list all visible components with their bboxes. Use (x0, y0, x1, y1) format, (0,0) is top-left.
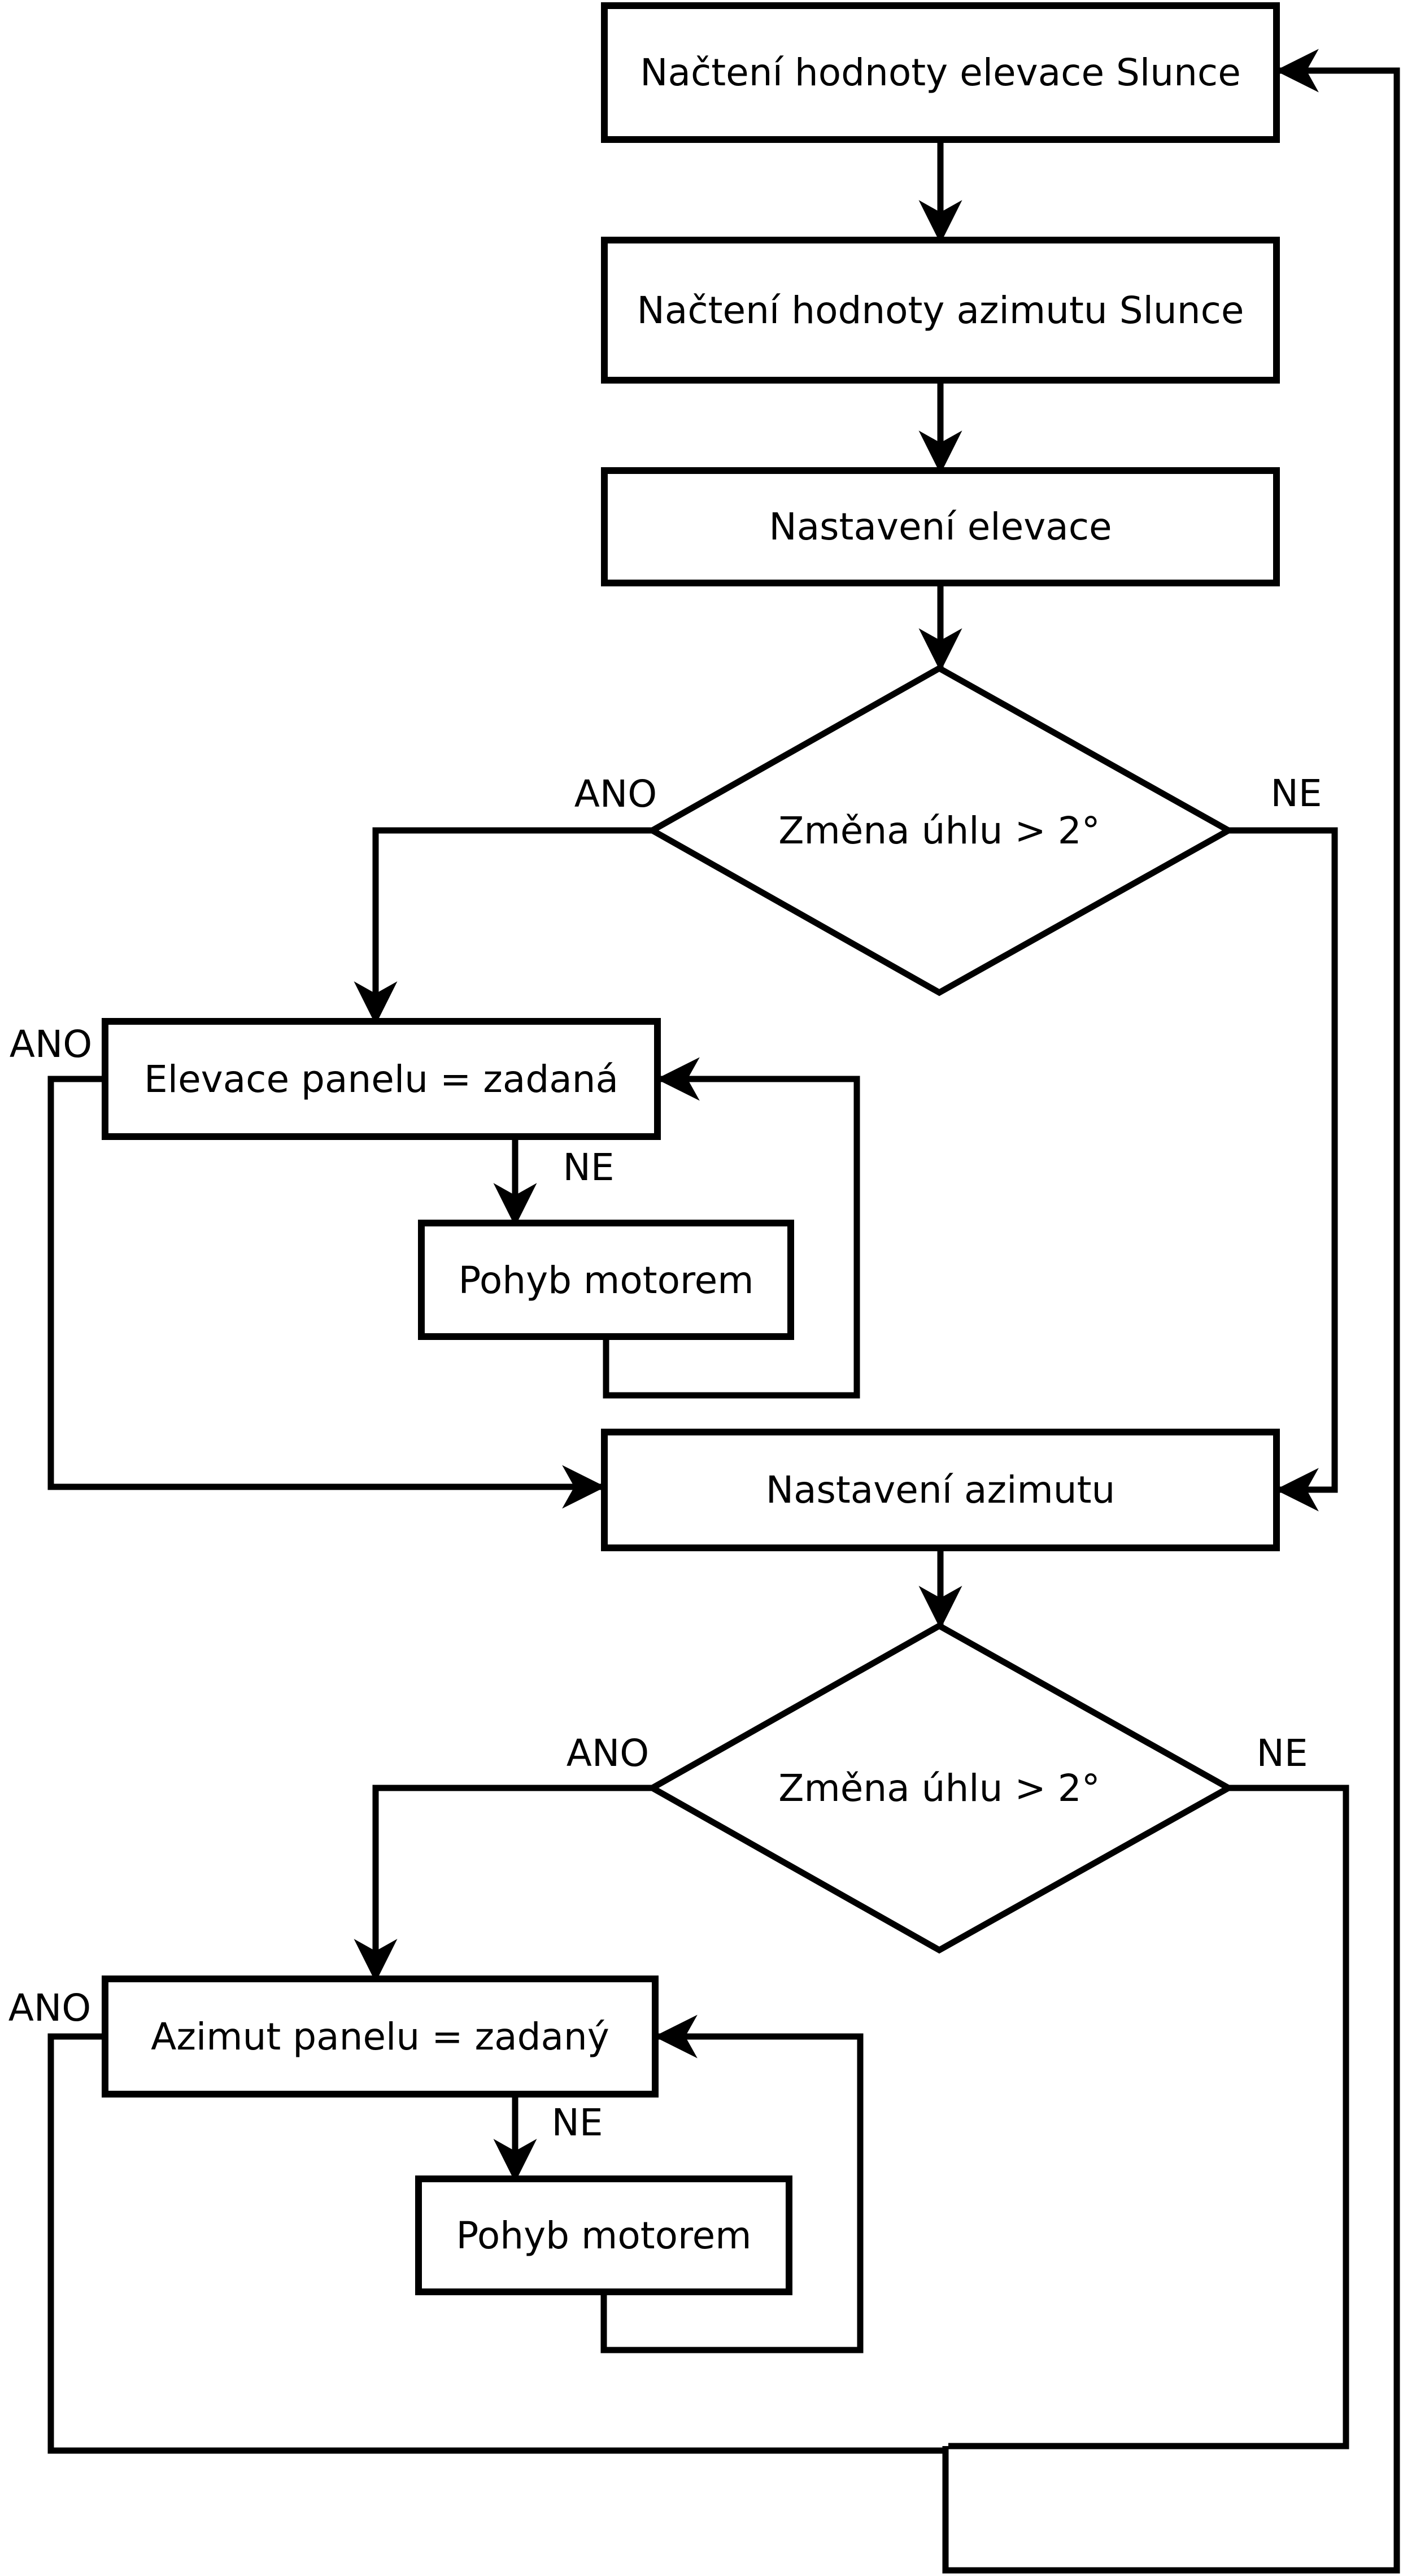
node-decision-elevation-diamond (646, 664, 1235, 997)
edge-label-decision-azimuth-no: NE (1256, 1731, 1308, 1775)
node-load-azimuth-box (601, 237, 1280, 384)
edge-motor-azimuth-loop (600, 2014, 864, 2353)
node-azimuth-equal-box (102, 1975, 659, 2098)
node-decision-elevation-label: Změna úhlu > 2° (778, 809, 1100, 852)
edge-elevation-equal-yes (47, 1076, 606, 1509)
node-azimuth-equal-label: Azimut panelu = zadaný (151, 2015, 609, 2059)
edge-decision-azimuth-yes (354, 1785, 652, 1983)
edge-decision-elevation-no (1228, 827, 1338, 1512)
node-motor-move-azimuth-box (415, 2175, 792, 2295)
node-elevation-equal-label: Elevace panelu = zadaná (144, 1058, 618, 1101)
edge-motor-elevation-loop (603, 1057, 860, 1399)
edge-decision-azimuth-no (948, 1785, 1349, 2449)
node-set-azimuth-box (601, 1429, 1280, 1551)
node-motor-move-azimuth-label: Pohyb motorem (456, 2214, 751, 2257)
edge-label-elevation-equal-yes: ANO (10, 1022, 92, 1066)
node-decision-azimuth-label: Změna úhlu > 2° (778, 1766, 1100, 1810)
edge-azimuth-equal-yes (47, 2033, 948, 2454)
node-set-azimuth-label: Nastavení azimutu (766, 1468, 1116, 1512)
node-motor-move-elevation-label: Pohyb motorem (458, 1259, 753, 1302)
node-set-elevation-box (601, 467, 1280, 586)
node-decision-azimuth-diamond (646, 1622, 1235, 1954)
edge-label-decision-elevation-no: NE (1270, 772, 1322, 815)
edge-label-decision-azimuth-yes: ANO (567, 1731, 649, 1775)
node-elevation-equal-box (102, 1018, 661, 1140)
edge-decision-elevation-yes (354, 827, 652, 1025)
node-load-elevation-label: Načtení hodnoty elevace Slunce (640, 51, 1241, 94)
edge-label-decision-elevation-yes: ANO (574, 772, 657, 816)
edge-label-azimuth-equal-no: NE (551, 2101, 603, 2144)
node-set-elevation-label: Nastavení elevace (769, 505, 1112, 549)
edge-return-to-start (942, 49, 1400, 2574)
node-motor-move-elevation-box (418, 1220, 794, 1340)
edge-label-azimuth-equal-yes: ANO (8, 1986, 91, 2030)
node-load-azimuth-label: Načtení hodnoty azimutu Slunce (637, 289, 1244, 332)
edge-label-elevation-equal-no: NE (563, 1146, 614, 1189)
node-load-elevation-box (601, 2, 1280, 143)
